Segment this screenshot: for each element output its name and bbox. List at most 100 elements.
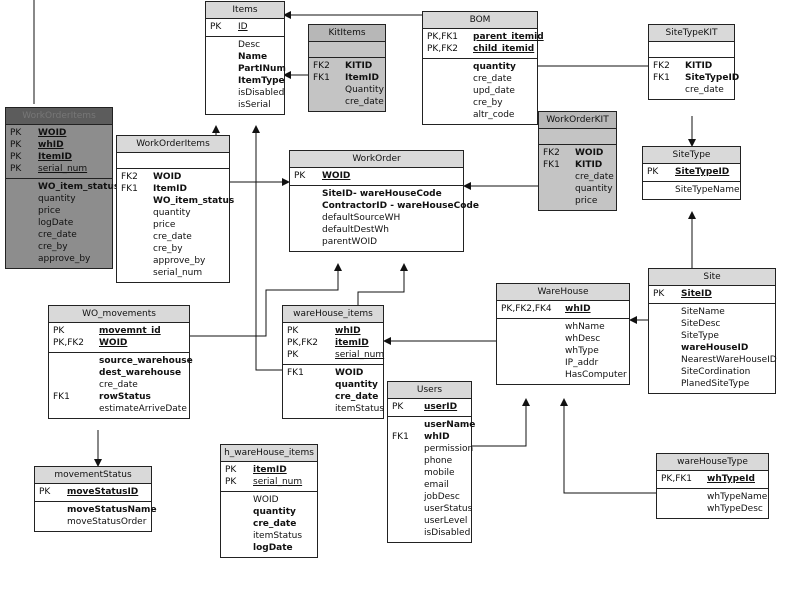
field-row: mobile: [392, 467, 467, 479]
field-row: whType: [501, 345, 625, 357]
field-row: Quantity: [313, 84, 384, 96]
field-row: logDate: [225, 542, 313, 554]
key-marker: PK: [287, 350, 299, 360]
field-name: KITID: [575, 160, 603, 170]
key-marker: PK,FK2: [427, 44, 458, 54]
field-name: WOID: [253, 495, 279, 505]
key-marker: PK: [210, 22, 222, 32]
entity-title: SiteType: [643, 147, 740, 164]
field-row: quantity: [543, 183, 613, 195]
key-marker: PK,FK2,FK4: [501, 304, 552, 314]
key-marker: PK: [287, 326, 299, 336]
key-marker: FK1: [392, 432, 409, 442]
field-row: cre_by: [121, 243, 225, 255]
field-name: quantity: [253, 507, 296, 517]
field-name: cre_date: [99, 380, 138, 390]
field-row: itemStatus: [225, 530, 313, 542]
entity-title: h_wareHouse_items: [221, 445, 317, 462]
field-name: ContractorID - wareHouseCode: [322, 201, 479, 211]
field-name: SiteType: [681, 331, 719, 341]
field-name: defaultDestWh: [322, 225, 389, 235]
field-name: WOID: [153, 172, 182, 182]
field-row: SiteDesc: [653, 318, 771, 330]
field-name: serial_num: [335, 350, 385, 360]
field-name: approve_by: [38, 254, 91, 264]
field-name: ItemID: [153, 184, 187, 194]
field-name: whID: [335, 326, 361, 336]
field-name: itemStatus: [253, 531, 303, 541]
field-name: source_warehouse: [99, 356, 193, 366]
warehouseitems-workorder-connector: [357, 263, 408, 305]
primary-key-section: [117, 153, 229, 168]
field-row: upd_date: [427, 85, 533, 97]
field-name: cre_date: [345, 97, 384, 107]
key-marker: FK1: [653, 73, 670, 83]
field-name: defaultSourceWH: [322, 213, 401, 223]
field-name: cre_by: [473, 98, 503, 108]
field-name: SiteTypeName: [675, 185, 740, 195]
field-row: SiteID- wareHouseCode: [294, 188, 459, 200]
field-name: quantity: [153, 208, 191, 218]
primary-key-section: [649, 42, 734, 57]
field-name: price: [38, 206, 61, 216]
field-row: Desc: [210, 39, 280, 51]
field-row: cre_date: [653, 84, 730, 96]
key-marker: FK2: [121, 172, 138, 182]
entity-title: wareHouseType: [657, 454, 768, 471]
key-marker: PK,FK1: [661, 474, 692, 484]
field-name: quantity: [38, 194, 76, 204]
field-name: cre_date: [253, 519, 297, 529]
key-marker: PK,FK1: [427, 32, 458, 42]
field-name: email: [424, 480, 449, 490]
primary-key-section: [309, 42, 385, 57]
field-row: approve_by: [10, 253, 108, 265]
key-marker: FK2: [653, 61, 670, 71]
key-marker: PK,FK2: [53, 338, 84, 348]
field-name: itemStatus: [335, 404, 385, 414]
field-row: userLevel: [392, 515, 467, 527]
field-name: child_itemid: [473, 44, 535, 54]
field-name: SiteID: [681, 289, 712, 299]
field-name: userStatus: [424, 504, 473, 514]
field-name: price: [153, 220, 176, 230]
field-name: phone: [424, 456, 453, 466]
field-row: whTypeName: [661, 491, 767, 503]
field-row: email: [392, 479, 467, 491]
field-row: itemStatus: [287, 403, 384, 415]
field-row: dest_warehouse: [53, 367, 185, 379]
field-row: SiteCordination: [653, 366, 771, 378]
field-row: price: [121, 219, 225, 231]
womovements-workorder-connector: [190, 263, 342, 337]
